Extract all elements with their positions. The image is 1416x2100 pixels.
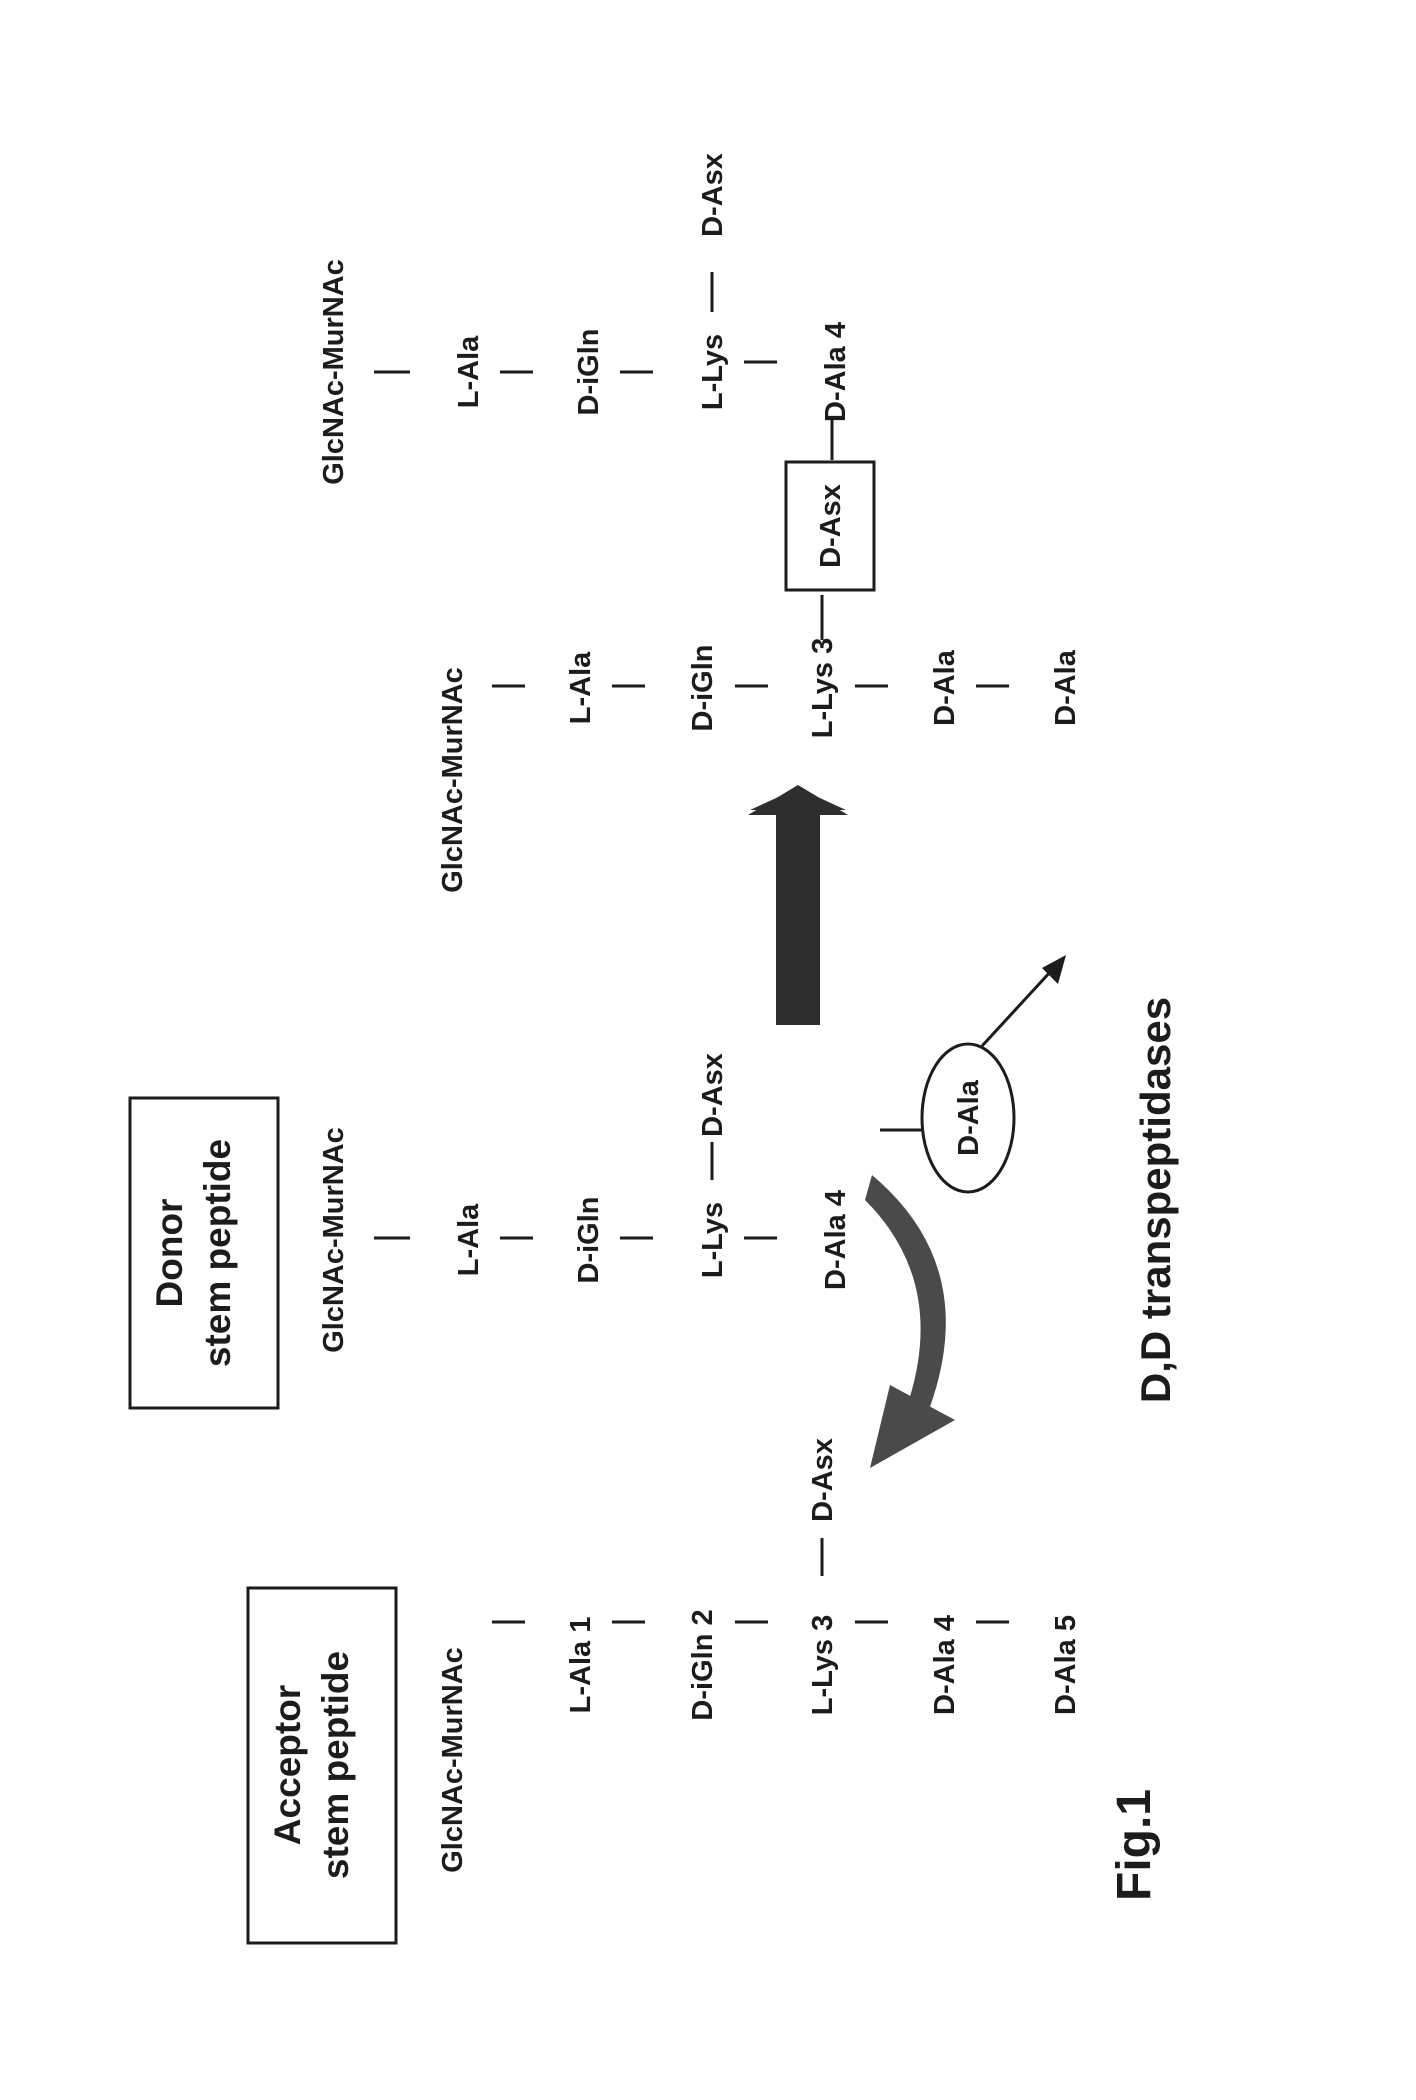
released-d-ala: D-Ala: [953, 1079, 985, 1156]
donor-d-ala-4: D-Ala 4: [820, 1190, 852, 1290]
product-a-l-lys-3: L-Lys 3: [807, 638, 839, 738]
acceptor-l-ala-1: L-Ala 1: [565, 1617, 597, 1714]
reaction-arrow-shaft: [776, 810, 820, 1025]
transfer-arrow-head: [870, 1385, 955, 1468]
acceptor-d-igln-2: D-iGln 2: [687, 1609, 719, 1720]
product-b-d-igln: D-iGln: [573, 329, 605, 416]
enzyme-label: D,D transpeptidases: [1132, 997, 1179, 1403]
release-arrow-shaft: [982, 970, 1052, 1046]
product-b-d-asx: D-Asx: [697, 153, 729, 237]
donor-d-asx: D-Asx: [697, 1053, 729, 1137]
acceptor-d-ala-5: D-Ala 5: [1050, 1615, 1082, 1715]
acceptor-glcnac-murnac: GlcNAc-MurNAc: [437, 1647, 469, 1873]
donor-title-line1: Donor: [149, 1199, 190, 1308]
donor-l-ala: L-Ala: [453, 1203, 485, 1276]
product-a-d-igln: D-iGln: [687, 645, 719, 732]
product-b-l-lys: L-Lys: [697, 334, 729, 410]
acceptor-title-line1: Acceptor: [267, 1685, 308, 1845]
reaction-arrow-tip: [748, 785, 848, 815]
product-a-l-ala: L-Ala: [565, 651, 597, 724]
transfer-curved-arrow: [865, 1175, 946, 1420]
product-a-glcnac-murnac: GlcNAc-MurNAc: [437, 667, 469, 893]
release-arrow-head: [1042, 955, 1066, 984]
donor-glcnac-murnac: GlcNAc-MurNAc: [318, 1127, 350, 1353]
product-b-d-ala-4: D-Ala 4: [820, 322, 852, 422]
product-bridge-d-asx: D-Asx: [815, 484, 847, 568]
acceptor-d-asx: D-Asx: [807, 1438, 839, 1522]
product-a-d-ala-terminal: D-Ala: [1050, 649, 1082, 726]
figure-caption: Fig.1: [1108, 1789, 1161, 1901]
acceptor-d-ala-4: D-Ala 4: [929, 1615, 961, 1715]
donor-title-line2: stem peptide: [197, 1139, 238, 1367]
product-b-glcnac-murnac: GlcNAc-MurNAc: [318, 259, 350, 485]
acceptor-title-line2: stem peptide: [315, 1651, 356, 1879]
donor-l-lys: L-Lys: [697, 1202, 729, 1278]
donor-d-igln: D-iGln: [573, 1197, 605, 1284]
product-b-l-ala: L-Ala: [453, 335, 485, 408]
product-a-d-ala: D-Ala: [929, 649, 961, 726]
acceptor-l-lys-3: L-Lys 3: [807, 1615, 839, 1715]
